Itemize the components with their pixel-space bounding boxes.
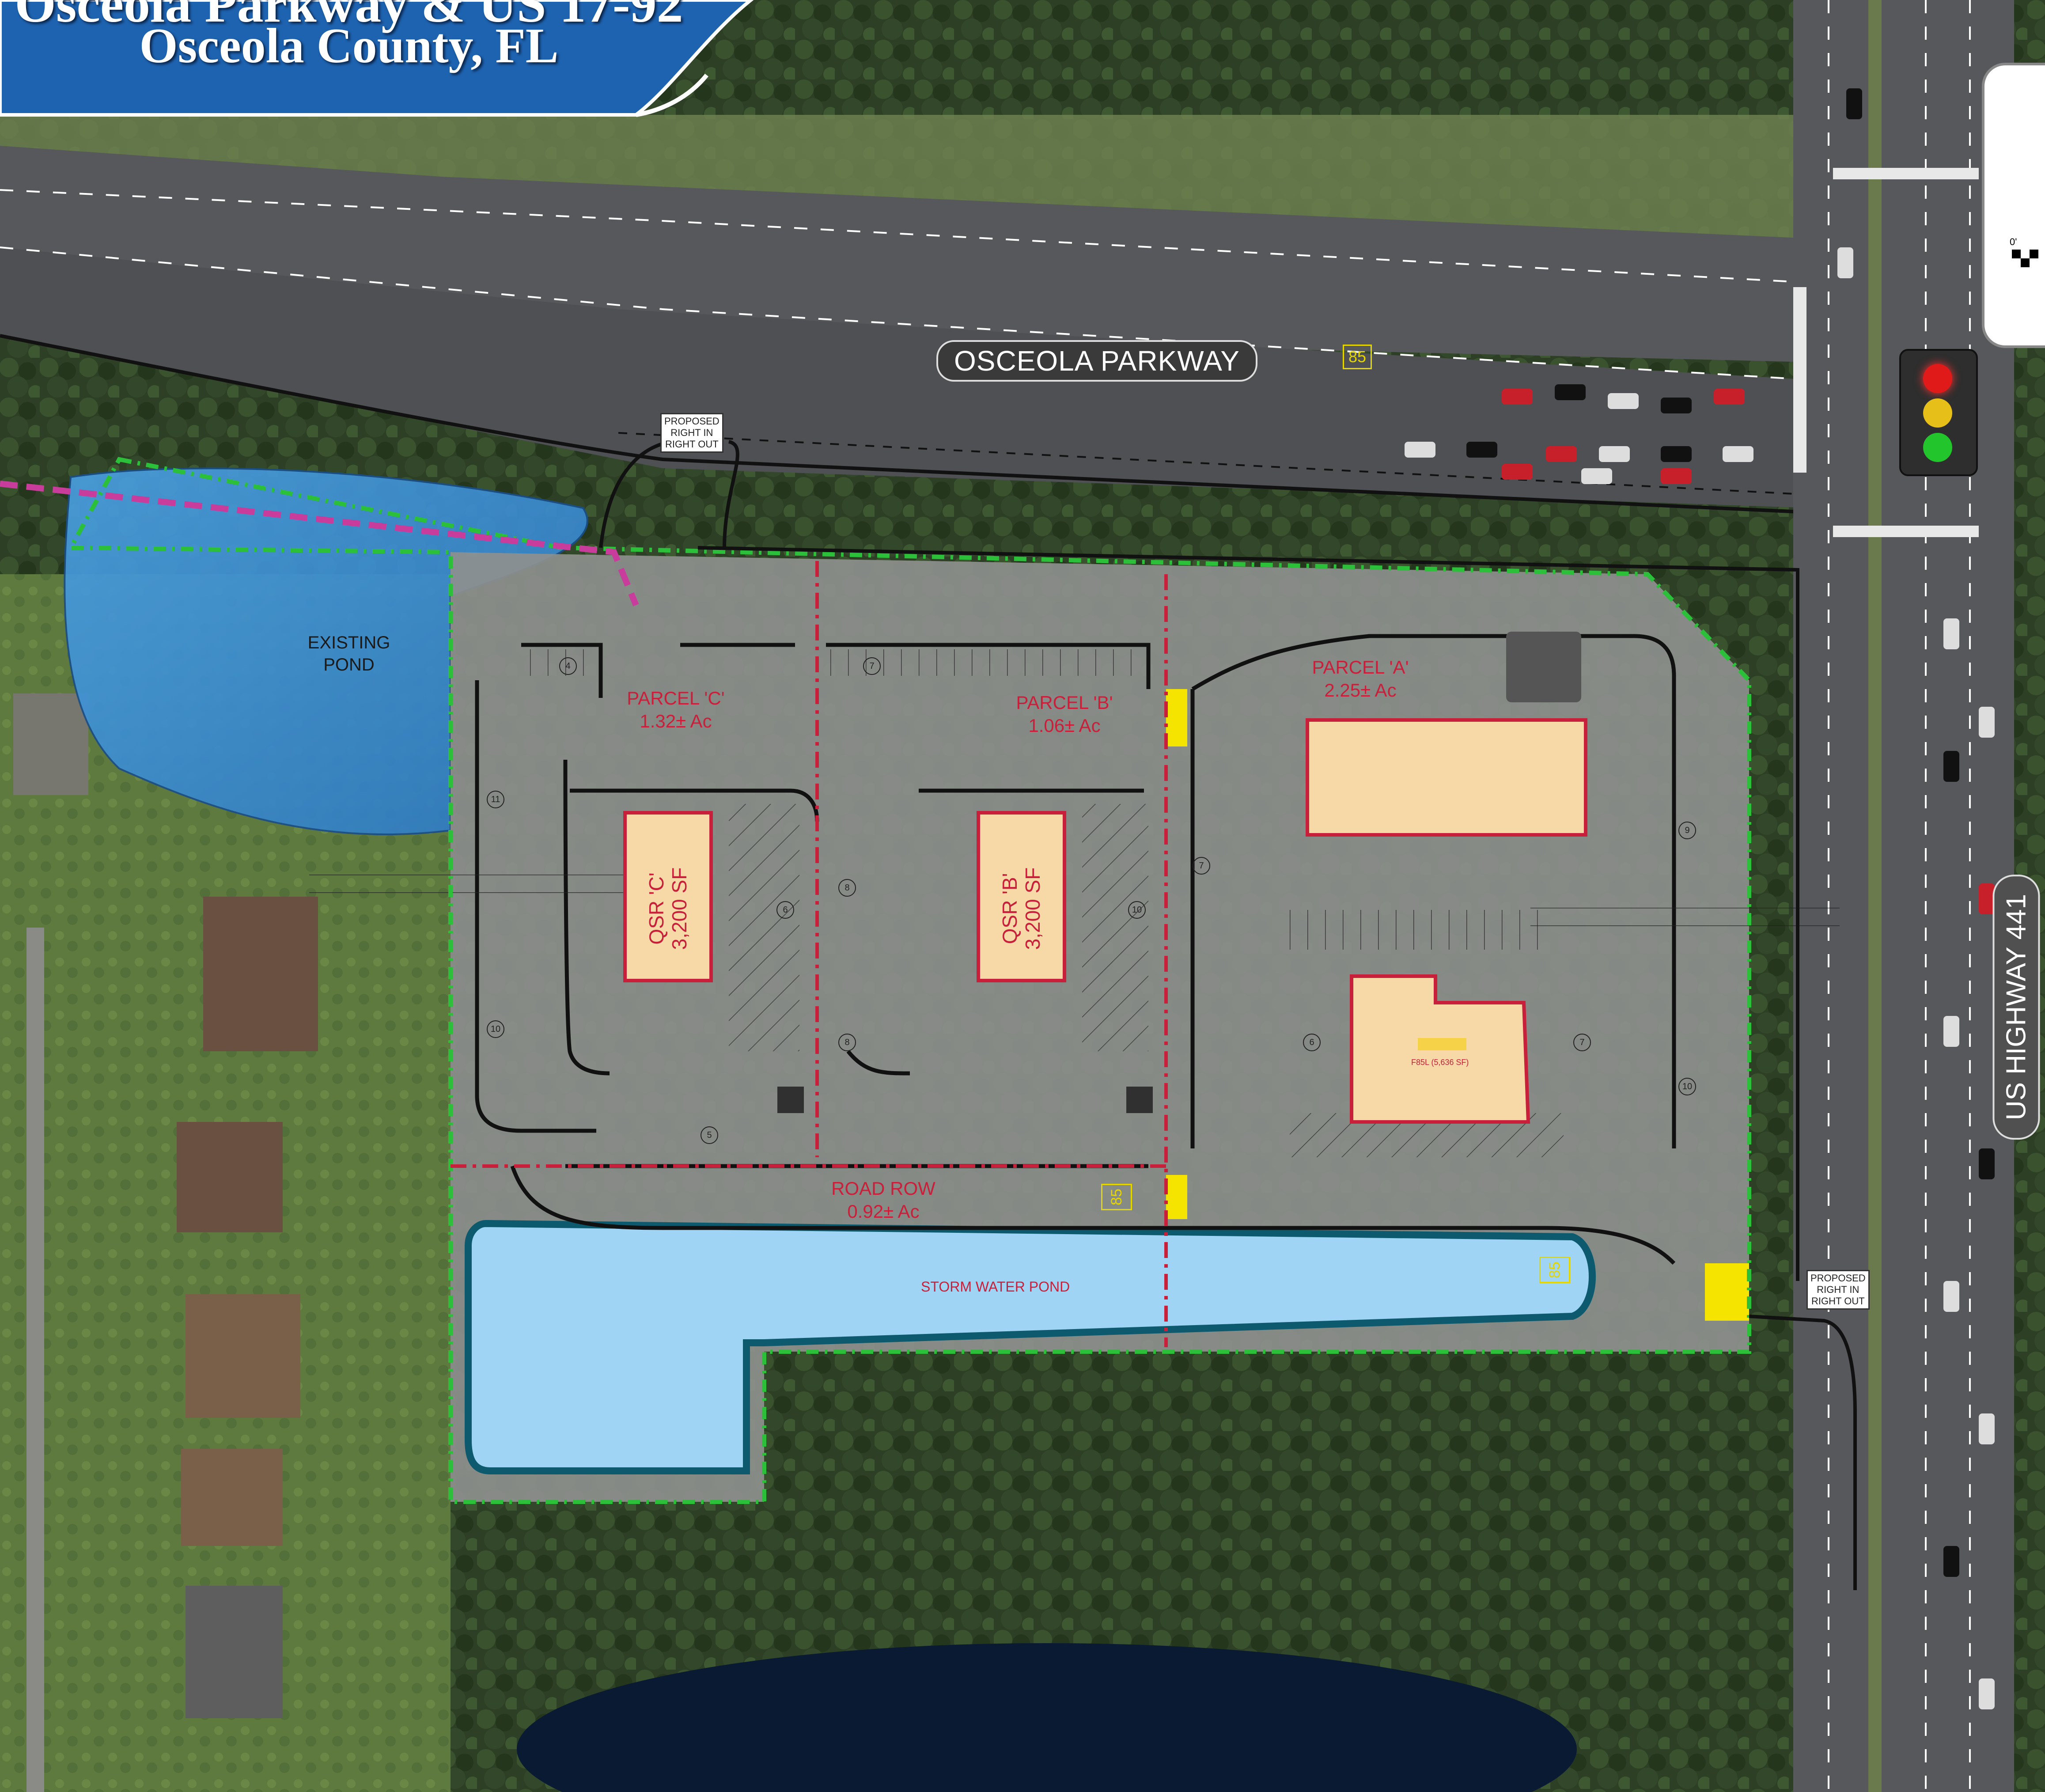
parcel-b-label: PARCEL 'B'1.06± Ac [1016, 692, 1113, 736]
qsr-c-label: QSR 'C'3,200 SF [645, 867, 691, 950]
traffic-light [1899, 349, 1978, 476]
parking-count-6: 6 [776, 901, 794, 919]
title-line-2: Osceola County, FL [139, 19, 559, 73]
speed-marker-site: 85 [1101, 1184, 1132, 1210]
traffic-light-red [1923, 364, 1952, 393]
traffic-cars [1405, 88, 1995, 1709]
parking-count-1: 4 [559, 657, 577, 675]
easement-line [0, 481, 639, 606]
storm-water-pond-label: STORM WATER POND [921, 1279, 1070, 1295]
parking-count-7: 5 [701, 1126, 718, 1144]
parking-count-8: 7 [1193, 857, 1210, 875]
parking-count-14: 10 [1678, 1078, 1696, 1095]
parking-count-5: 8 [838, 879, 856, 897]
parcel-boundary [67, 457, 1751, 1504]
parking-count-12: 7 [1573, 1034, 1591, 1051]
lot-lines [451, 561, 1168, 1347]
parcel-c-label: PARCEL 'C'1.32± Ac [627, 688, 725, 731]
parking-count-10: 8 [838, 1034, 856, 1051]
parking-count-11: 6 [1303, 1034, 1321, 1051]
parking-count-2: 7 [863, 657, 881, 675]
parking-count-9: 10 [1128, 901, 1146, 919]
buildings [623, 718, 1587, 1124]
parcel-a-building [1306, 718, 1587, 837]
title-line-1: Osceola Parkway & US 17-92 [15, 0, 683, 33]
osceola-parkway-label: OSCEOLA PARKWAY [936, 340, 1257, 382]
scale-bar-box: 0' [1982, 63, 2045, 348]
drive-aisles [475, 634, 1676, 1265]
east-access-drive [1749, 1315, 1857, 1590]
frontage-line [697, 546, 1799, 1281]
parking-stalls [309, 649, 1840, 1157]
qsr-c-building [623, 811, 713, 982]
access-markers [1166, 689, 1749, 1321]
parking-count-13: 9 [1678, 822, 1696, 839]
traffic-light-green [1923, 433, 1952, 462]
dumpster-enclosures [777, 632, 1581, 1113]
qsr-b-building [977, 811, 1066, 982]
crosswalks [1793, 168, 1979, 537]
speed-marker-parkway: 85 [1343, 345, 1372, 369]
parking-count-3: 11 [487, 791, 504, 808]
title-banner [0, 0, 754, 117]
scale-zero-label: 0' [2010, 236, 2017, 247]
f85l-drive-thru-marker [1418, 1038, 1466, 1050]
qsr-b-label: QSR 'B'3,200 SF [998, 867, 1044, 950]
frame-border [636, 73, 708, 117]
osceola-parkway-road [0, 146, 1811, 514]
us-highway-441-label: US HIGHWAY 441 [1992, 874, 2040, 1140]
f85l-label: F85L (5,636 SF) [1411, 1058, 1469, 1067]
lake [517, 1643, 1577, 1792]
north-access-callout: PROPOSED RIGHT IN RIGHT OUT [660, 413, 723, 453]
parcel-a-label: PARCEL 'A'2.25± Ac [1312, 657, 1409, 701]
residential-houses [13, 693, 318, 1792]
east-access-callout: PROPOSED RIGHT IN RIGHT OUT [1806, 1270, 1870, 1310]
speed-marker-pond: 85 [1539, 1257, 1570, 1283]
traffic-light-yellow [1923, 398, 1952, 428]
storm-water-pond [465, 1220, 1596, 1474]
parking-count-4: 10 [487, 1020, 504, 1038]
